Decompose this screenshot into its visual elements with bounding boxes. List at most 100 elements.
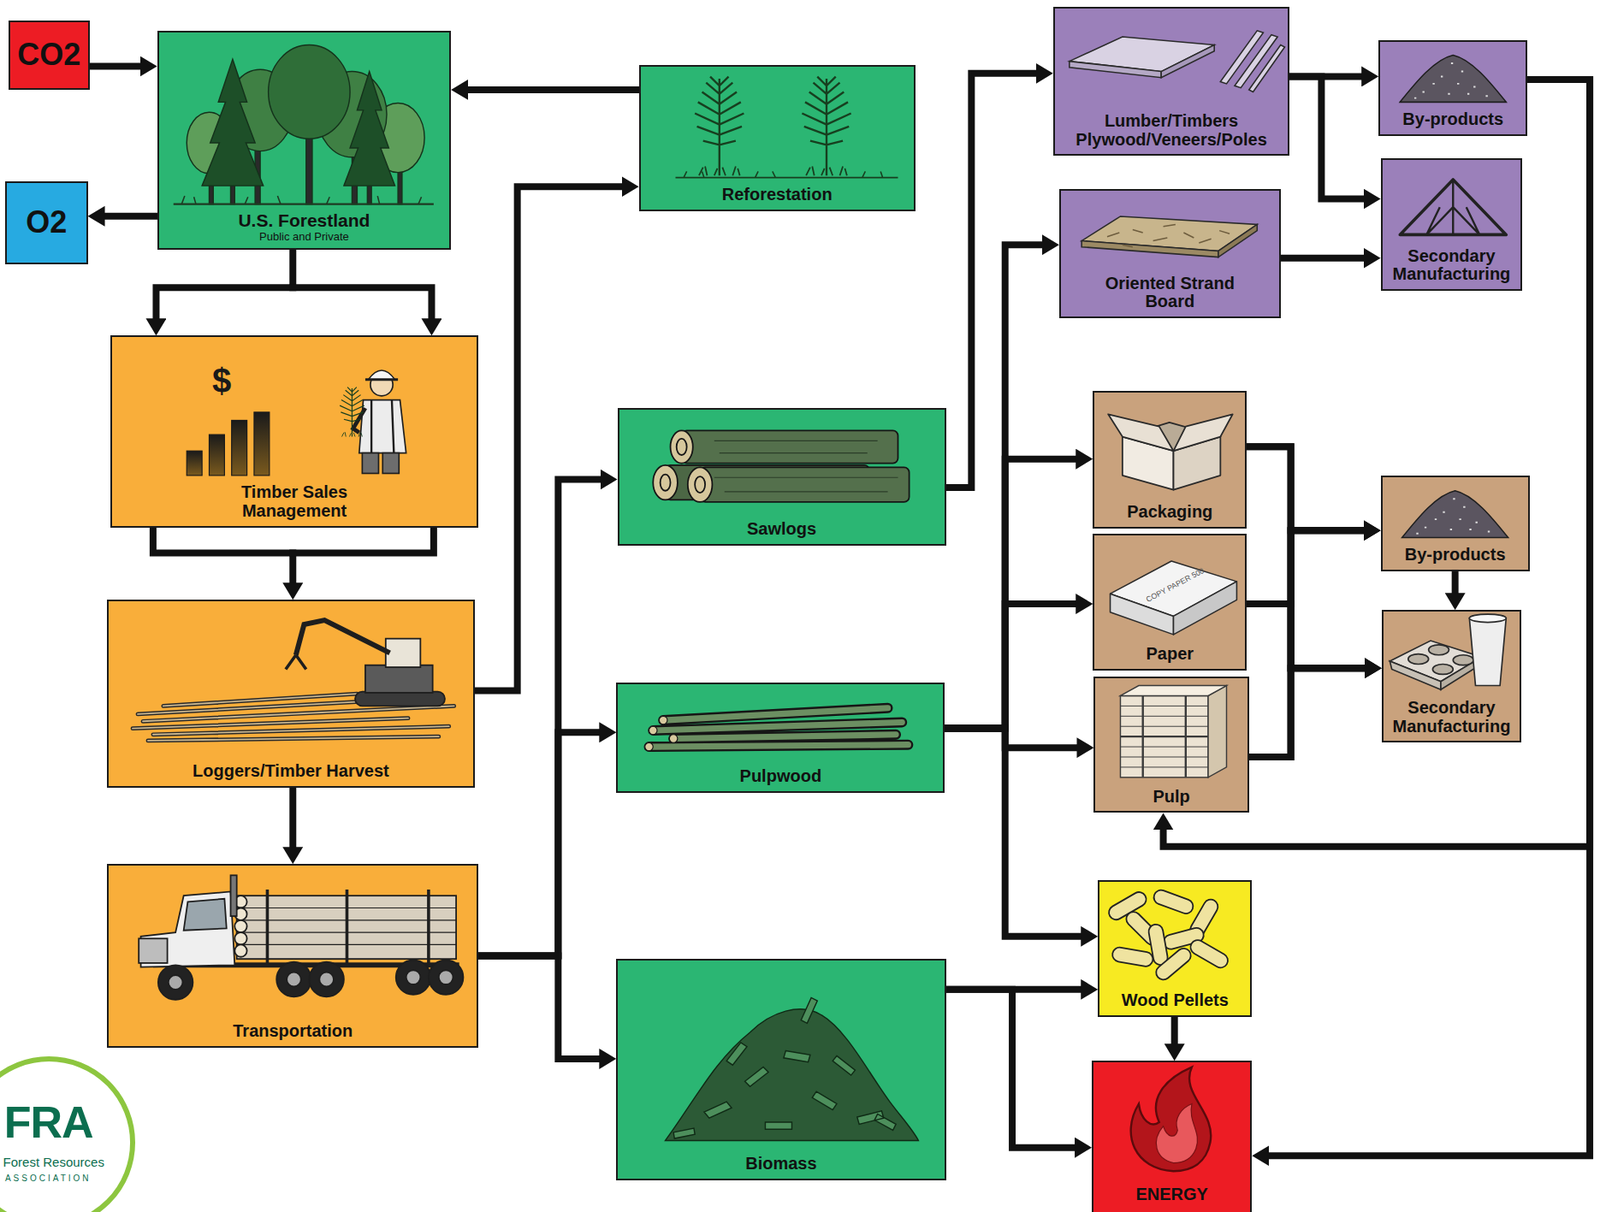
process-box: Transportation bbox=[106, 864, 479, 1049]
box-label: Sawlogs bbox=[746, 520, 817, 540]
forester-figure bbox=[353, 370, 407, 474]
wood-pellets bbox=[1111, 946, 1155, 968]
log-truck bbox=[234, 944, 247, 957]
log-truck bbox=[234, 920, 247, 933]
pulpwood-pile bbox=[645, 742, 654, 752]
log-truck bbox=[237, 895, 457, 960]
process-box: O2 bbox=[5, 181, 89, 265]
log-truck bbox=[138, 875, 463, 1000]
bar-chart-icon bbox=[231, 420, 248, 475]
flow-arrow bbox=[478, 732, 599, 956]
process-box: Secondary Manufacturing bbox=[1381, 610, 1522, 743]
log-truck bbox=[266, 889, 428, 965]
process-box: Pulpwood bbox=[616, 682, 945, 794]
flow-arrow bbox=[292, 527, 434, 554]
flow-connector bbox=[1289, 76, 1363, 199]
box-label: Pulpwood bbox=[740, 767, 823, 787]
sawlog-stack bbox=[699, 467, 909, 503]
pulpwood-pile bbox=[648, 708, 908, 747]
log-truck bbox=[308, 962, 344, 998]
flow-arrow bbox=[944, 604, 1076, 729]
pulp-bales bbox=[1120, 695, 1209, 777]
log-pile bbox=[132, 693, 455, 741]
box-label: Timber Sales Management bbox=[218, 483, 372, 521]
forest-drawing bbox=[367, 183, 372, 205]
paper-ream bbox=[1110, 593, 1174, 635]
truss-drawing bbox=[1399, 179, 1506, 235]
flow-arrow bbox=[944, 459, 1076, 729]
process-box: Sawlogs bbox=[617, 408, 947, 546]
flow-connector bbox=[944, 604, 1076, 729]
flow-arrow bbox=[1246, 446, 1363, 531]
log-pile bbox=[132, 693, 455, 741]
log-truck bbox=[158, 965, 194, 1001]
paper-ream bbox=[1110, 561, 1238, 635]
forest-drawing bbox=[173, 45, 434, 205]
truss-drawing bbox=[1399, 179, 1506, 235]
forester-figure bbox=[353, 408, 366, 433]
bar-chart-icon bbox=[208, 434, 225, 476]
pulp-bales bbox=[1120, 686, 1227, 778]
sawlog-stack bbox=[665, 465, 871, 501]
log-truck bbox=[286, 972, 302, 988]
forester-figure bbox=[371, 400, 394, 454]
flow-connector bbox=[1173, 1017, 1175, 1044]
process-box: Loggers/Timber Harvest bbox=[106, 599, 475, 788]
biomass-pile bbox=[673, 997, 896, 1139]
wood-pellets bbox=[1123, 909, 1163, 949]
forester-figure bbox=[365, 378, 398, 381]
flow-connector bbox=[478, 732, 599, 956]
forest-drawing bbox=[306, 122, 313, 204]
flow-connector bbox=[944, 459, 1076, 729]
flow-connector bbox=[1280, 257, 1364, 259]
flow-connector bbox=[153, 527, 434, 584]
box-label: By-products bbox=[1402, 110, 1504, 130]
box-label: Packaging bbox=[1126, 503, 1213, 522]
flow-arrow bbox=[478, 480, 600, 957]
tray-cup-drawing bbox=[1469, 618, 1506, 687]
box-label: Loggers/Timber Harvest bbox=[192, 762, 390, 782]
seedlings-drawing bbox=[675, 171, 899, 178]
pulpwood-pile bbox=[645, 708, 909, 752]
tray-cup-drawing bbox=[1389, 640, 1482, 682]
flow-connector bbox=[478, 480, 600, 957]
logo-name: ASSOCIATION bbox=[5, 1174, 92, 1184]
wood-pellets bbox=[1161, 926, 1205, 951]
forest-drawing bbox=[173, 202, 434, 205]
bar-chart-icon bbox=[254, 412, 270, 476]
flow-connector bbox=[944, 244, 1043, 729]
box-label: Paper bbox=[1146, 645, 1195, 664]
flow-arrow bbox=[105, 213, 158, 220]
box-label: Wood Pellets bbox=[1121, 991, 1229, 1011]
box-label: Secondary Manufacturing bbox=[1387, 699, 1516, 736]
pulpwood-pile bbox=[648, 726, 658, 735]
log-pile bbox=[132, 693, 455, 741]
illustrations bbox=[1402, 491, 1509, 539]
seedlings-drawing bbox=[801, 77, 851, 177]
paper-ream bbox=[1173, 581, 1237, 635]
lumber-drawing bbox=[1234, 35, 1278, 89]
sawlog-stack bbox=[694, 476, 706, 493]
sawlog-stack bbox=[687, 467, 713, 503]
process-box: Paper bbox=[1092, 533, 1247, 671]
log-truck bbox=[141, 891, 236, 967]
lumber-drawing bbox=[1249, 45, 1286, 93]
flow-arrow bbox=[474, 186, 623, 691]
lumber-drawing bbox=[1069, 36, 1215, 72]
sawlog-stack bbox=[660, 474, 671, 492]
flow-arrow bbox=[1280, 254, 1364, 262]
log-truck bbox=[406, 970, 421, 985]
pulp-bales bbox=[1120, 686, 1227, 697]
log-truck bbox=[234, 895, 247, 908]
forester-figure bbox=[370, 373, 393, 397]
box-drawing bbox=[1108, 414, 1174, 451]
flow-connector bbox=[946, 989, 1076, 1149]
flow-arrow bbox=[1246, 446, 1364, 669]
log-truck bbox=[138, 938, 167, 964]
flow-arrow bbox=[155, 249, 293, 319]
pulpwood-pile bbox=[658, 716, 668, 725]
bar-chart-icon bbox=[186, 412, 270, 476]
log-loader bbox=[285, 655, 307, 670]
tray-cup-drawing bbox=[1408, 654, 1429, 665]
forest-drawing bbox=[181, 195, 421, 205]
